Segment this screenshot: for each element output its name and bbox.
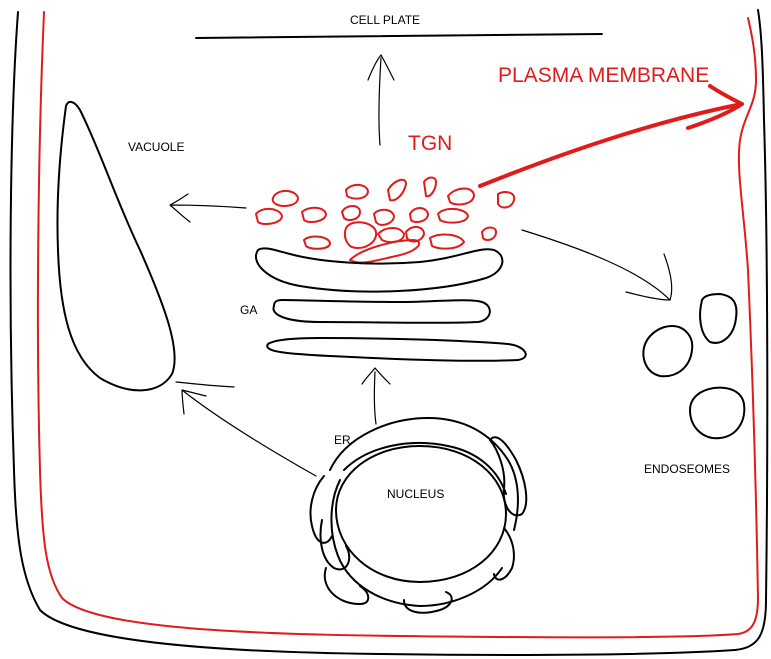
er-fold — [404, 592, 452, 613]
endosome — [690, 388, 744, 439]
tgn-vesicle — [424, 178, 436, 197]
vacuole-label: VACUOLE — [128, 140, 184, 154]
tgn-vesicle — [256, 209, 282, 224]
plasma-membrane-label: PLASMA MEMBRANE — [498, 64, 709, 87]
tgn-vesicle — [448, 189, 474, 205]
golgi-cisterna — [267, 338, 526, 361]
tgn-vesicle — [346, 185, 368, 199]
er-fold — [490, 437, 526, 515]
tgn-vesicle — [273, 191, 298, 206]
endoplasmic-reticulum — [311, 418, 527, 613]
tgn-vesicle — [350, 240, 419, 263]
plasma-membrane — [38, 12, 758, 637]
er-fold — [494, 528, 514, 580]
arrow-to-vacuole — [170, 194, 246, 222]
nucleus — [336, 446, 506, 582]
ga-label: GA — [240, 303, 257, 317]
golgi-cisterna — [256, 248, 502, 291]
er-label: ER — [334, 433, 351, 447]
tgn-vesicle — [388, 180, 406, 201]
tgn-vesicle — [345, 222, 376, 248]
nucleus-label: NUCLEUS — [387, 487, 444, 501]
endosome — [700, 294, 736, 343]
tgn-vesicle — [410, 208, 428, 222]
tgn-vesicle — [378, 228, 404, 242]
golgi-apparatus — [256, 248, 526, 360]
cell-plate-label: CELL PLATE — [350, 13, 420, 27]
cell-plate — [196, 34, 602, 38]
endosome — [643, 326, 692, 376]
tgn-vesicle — [438, 209, 468, 223]
tgn-vesicle — [430, 235, 464, 249]
vacuole-entry-bar — [176, 382, 234, 387]
endosomes — [643, 294, 744, 438]
arrow-to-endosomes — [522, 230, 672, 300]
tgn-vesicle — [482, 228, 496, 241]
arrow-er-to-vacuole — [182, 390, 316, 476]
arrow-to-plasma-membrane — [480, 86, 742, 186]
er-fold — [325, 568, 369, 604]
tgn-vesicle — [304, 237, 330, 249]
tgn-vesicle — [302, 208, 326, 222]
arrow-to-cell-plate — [368, 55, 394, 145]
endosomes-label: ENDOSEOMES — [644, 462, 730, 476]
tgn-vesicle — [374, 210, 394, 225]
arrow-er-to-ga — [362, 368, 390, 424]
tgn-vesicle — [342, 206, 360, 220]
tgn-vesicle — [498, 192, 514, 207]
tgn-vesicles — [256, 178, 514, 263]
tgn-label: TGN — [408, 132, 452, 155]
golgi-cisterna — [273, 300, 489, 323]
